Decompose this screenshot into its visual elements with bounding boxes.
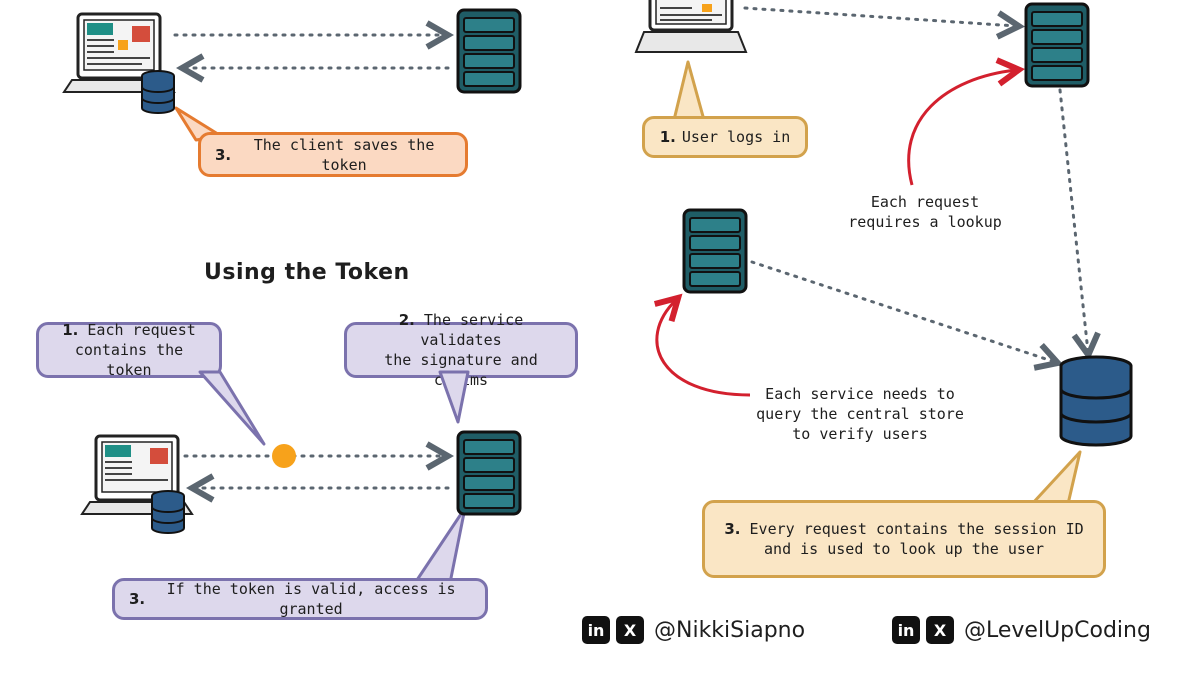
token-valid-tail bbox=[413, 506, 467, 585]
linkedin-icon[interactable]: in bbox=[892, 616, 920, 644]
linkedin-icon[interactable]: in bbox=[582, 616, 610, 644]
server-icon bbox=[1024, 2, 1090, 88]
central-store-note: Each service needs to query the central … bbox=[756, 385, 964, 443]
service-validates-bubble: 2. The service validates the signature a… bbox=[344, 311, 578, 389]
flow-arrow-server-to-db bbox=[1058, 88, 1088, 352]
server-icon bbox=[456, 8, 522, 94]
database-icon bbox=[151, 490, 185, 534]
laptop-icon bbox=[634, 0, 748, 53]
user-logs-in-bubble: 1.User logs in bbox=[642, 116, 808, 158]
x-icon[interactable]: X bbox=[926, 616, 954, 644]
server-icon bbox=[682, 208, 748, 294]
section-heading: Using the Token bbox=[204, 260, 410, 285]
social-handle-levelup: in X @LevelUpCoding bbox=[892, 616, 1151, 644]
client-saves-bubble: 3.The client saves the token bbox=[198, 132, 468, 177]
central-database-icon bbox=[1059, 355, 1133, 447]
flow-arrow-laptop-to-server bbox=[743, 6, 1016, 26]
lookup-note: Each request requires a lookup bbox=[848, 193, 1002, 231]
request-contains-token-tail bbox=[198, 370, 266, 446]
session-id-bubble: 3. Every request contains the session ID… bbox=[702, 500, 1106, 578]
central-store-curve-arrow bbox=[657, 300, 751, 397]
server-icon bbox=[456, 430, 522, 516]
token-valid-bubble: 3.If the token is valid, access is grant… bbox=[112, 578, 488, 620]
lookup-curve-arrow bbox=[907, 70, 1016, 186]
service-validates-tail bbox=[438, 370, 470, 424]
handle-text[interactable]: @LevelUpCoding bbox=[964, 617, 1151, 643]
social-handle-nikki: in X @NikkiSiapno bbox=[582, 616, 805, 644]
user-logs-in-tail bbox=[672, 60, 706, 122]
flow-arrow-service-to-db bbox=[750, 260, 1055, 362]
database-icon bbox=[141, 70, 175, 114]
laptop-icon bbox=[62, 12, 176, 93]
x-icon[interactable]: X bbox=[616, 616, 644, 644]
handle-text[interactable]: @NikkiSiapno bbox=[654, 617, 806, 643]
request-contains-token-bubble: 1. Each request contains the token bbox=[36, 321, 222, 379]
token-dot bbox=[272, 444, 296, 468]
